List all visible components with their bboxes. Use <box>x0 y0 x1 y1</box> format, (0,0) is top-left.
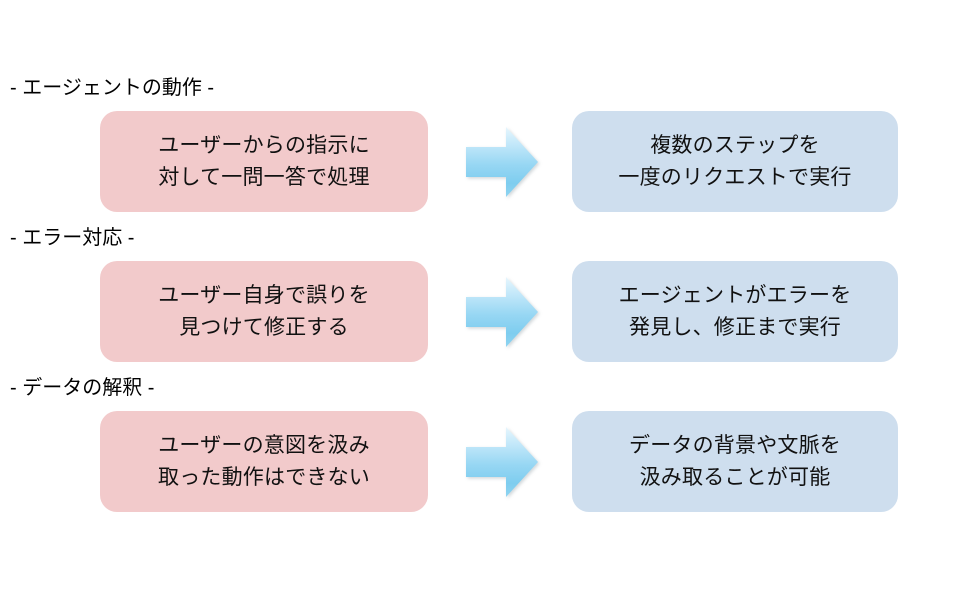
section-heading-data-interpretation: - データの解釈 - <box>10 377 155 399</box>
after-box-agent-behavior: 複数のステップを 一度のリクエストで実行 <box>572 111 898 212</box>
before-box-text: ユーザーの意図を汲み 取った動作はできない <box>158 433 370 489</box>
before-box-error-handling: ユーザー自身で誤りを 見つけて修正する <box>100 261 428 362</box>
before-box-agent-behavior: ユーザーからの指示に 対して一問一答で処理 <box>100 111 428 212</box>
before-box-data-interpretation: ユーザーの意図を汲み 取った動作はできない <box>100 411 428 512</box>
comparison-row-data-interpretation: ユーザーの意図を汲み 取った動作はできない <box>0 411 960 512</box>
section-heading-agent-behavior: - エージェントの動作 - <box>10 77 215 99</box>
before-box-text: ユーザーからの指示に 対して一問一答で処理 <box>158 133 370 189</box>
after-box-text: エージェントがエラーを 発見し、修正まで実行 <box>618 283 852 339</box>
right-arrow-icon <box>464 425 540 499</box>
after-box-text: 複数のステップを 一度のリクエストで実行 <box>618 133 852 189</box>
after-box-data-interpretation: データの背景や文脈を 汲み取ることが可能 <box>572 411 898 512</box>
right-arrow-icon <box>464 275 540 349</box>
before-box-text: ユーザー自身で誤りを 見つけて修正する <box>158 283 370 339</box>
comparison-row-agent-behavior: ユーザーからの指示に 対して一問一答で処理 <box>0 111 960 212</box>
section-heading-error-handling: - エラー対応 - <box>10 227 135 249</box>
comparison-row-error-handling: ユーザー自身で誤りを 見つけて修正する <box>0 261 960 362</box>
after-box-error-handling: エージェントがエラーを 発見し、修正まで実行 <box>572 261 898 362</box>
right-arrow-icon <box>464 125 540 199</box>
after-box-text: データの背景や文脈を 汲み取ることが可能 <box>629 433 841 489</box>
